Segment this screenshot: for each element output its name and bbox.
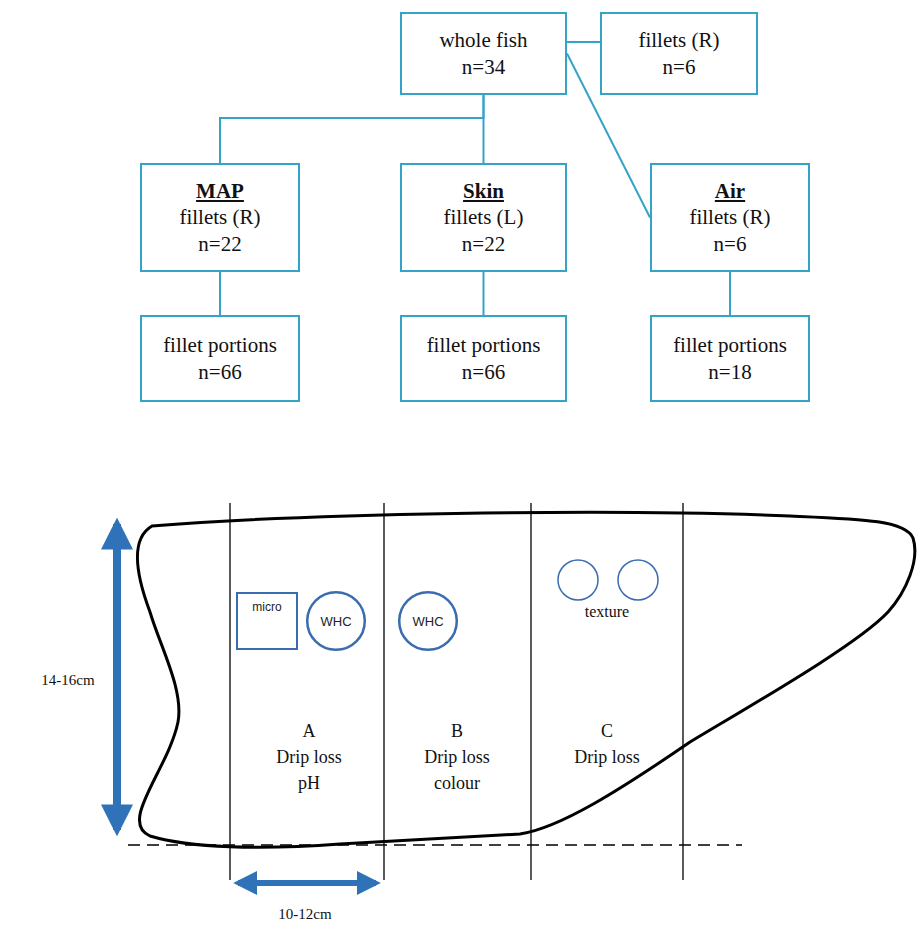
node-text: n=22	[192, 231, 247, 257]
section-label: Drip loss	[574, 747, 640, 768]
cut-lines	[230, 503, 683, 880]
section-label: C	[601, 721, 613, 742]
connector-line	[483, 95, 485, 163]
node-text: fillets (R)	[683, 204, 776, 230]
node-text: n=66	[456, 359, 511, 385]
sample-rect: micro	[236, 592, 298, 650]
node-text: fillet portions	[157, 332, 283, 358]
connector-line	[483, 272, 485, 315]
texture-sample	[618, 560, 658, 600]
group-heading: Skin	[457, 178, 510, 204]
process-box: MAPfillets (R)n=22	[140, 163, 300, 272]
section-label: A	[303, 721, 316, 742]
section-label: Drip loss	[424, 747, 490, 768]
node-text: n=6	[657, 54, 702, 80]
group-heading: Air	[709, 178, 751, 204]
height-arrow	[113, 524, 121, 830]
connector-line	[567, 41, 600, 43]
sample-circle: WHC	[398, 591, 458, 651]
node-text: fillets (R)	[632, 27, 725, 53]
node-text: n=6	[708, 231, 753, 257]
section-label: B	[451, 721, 463, 742]
node-text: n=22	[456, 231, 511, 257]
node-text: n=34	[456, 54, 511, 80]
section-label: Drip loss	[276, 747, 342, 768]
node-text: fillets (R)	[173, 204, 266, 230]
process-box: fillet portionsn=66	[400, 315, 567, 402]
section-label: colour	[434, 773, 480, 794]
width-arrow	[238, 880, 376, 886]
process-box: fillet portionsn=18	[650, 315, 810, 402]
process-box: fillet portionsn=66	[140, 315, 300, 402]
node-text: n=66	[192, 359, 247, 385]
texture-sample	[558, 560, 598, 600]
node-text: WHC	[320, 614, 351, 629]
node-text: n=18	[702, 359, 757, 385]
process-box: whole fishn=34	[400, 12, 567, 95]
dimension-label: 10-12cm	[276, 906, 333, 923]
process-box: fillets (R)n=6	[600, 12, 758, 95]
node-text: fillet portions	[421, 332, 547, 358]
group-heading: MAP	[190, 178, 250, 204]
node-text: whole fish	[433, 27, 533, 53]
section-label: pH	[298, 773, 320, 794]
connector-line	[219, 272, 221, 315]
fish-outline	[137, 512, 914, 847]
process-box: Airfillets (R)n=6	[650, 163, 810, 272]
node-text: WHC	[412, 614, 443, 629]
connector-line	[729, 272, 731, 315]
dimension-label: 14-16cm	[39, 672, 96, 689]
sample-circle: WHC	[306, 591, 366, 651]
node-text: fillets (L)	[438, 204, 530, 230]
connector-line	[220, 95, 484, 163]
process-box: Skinfillets (L)n=22	[400, 163, 567, 272]
dashed-line	[128, 844, 742, 845]
section-label: texture	[585, 603, 629, 621]
node-text: fillet portions	[667, 332, 793, 358]
node-text: micro	[252, 600, 281, 614]
